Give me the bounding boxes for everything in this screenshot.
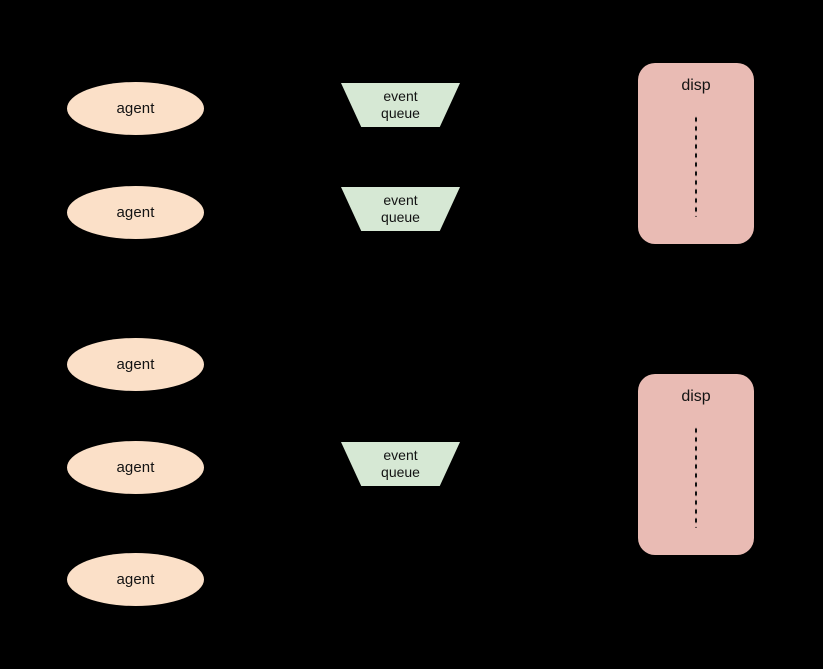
agent-label: agent [116, 204, 155, 221]
agent-node-1[interactable]: agent [67, 82, 204, 135]
dispatcher-node-1[interactable]: disp [638, 63, 754, 244]
event-queue-label-line2: queue [381, 209, 420, 225]
agent-node-5[interactable]: agent [67, 553, 204, 606]
agent-label: agent [116, 459, 155, 476]
event-queue-label-line1: event [383, 447, 418, 464]
dispatcher-label: disp [681, 388, 711, 405]
event-queue-label-line2: queue [381, 105, 420, 121]
agent-label: agent [116, 100, 155, 117]
agent-label: agent [116, 356, 155, 373]
agent-node-4[interactable]: agent [67, 441, 204, 494]
agent-node-2[interactable]: agent [67, 186, 204, 239]
vertical-dotted-line-icon [694, 426, 698, 528]
dispatcher-node-2[interactable]: disp [638, 374, 754, 555]
agent-node-3[interactable]: agent [67, 338, 204, 391]
event-queue-label-line1: event [383, 192, 418, 209]
event-queue-label-line2: queue [381, 464, 420, 480]
event-queue-node-2[interactable]: event queue [341, 187, 460, 231]
event-queue-label-line1: event [383, 88, 418, 105]
event-queue-node-1[interactable]: event queue [341, 83, 460, 127]
vertical-dotted-line-icon [694, 115, 698, 217]
dispatcher-label: disp [681, 77, 711, 94]
agent-label: agent [116, 571, 155, 588]
event-queue-node-3[interactable]: event queue [341, 442, 460, 486]
